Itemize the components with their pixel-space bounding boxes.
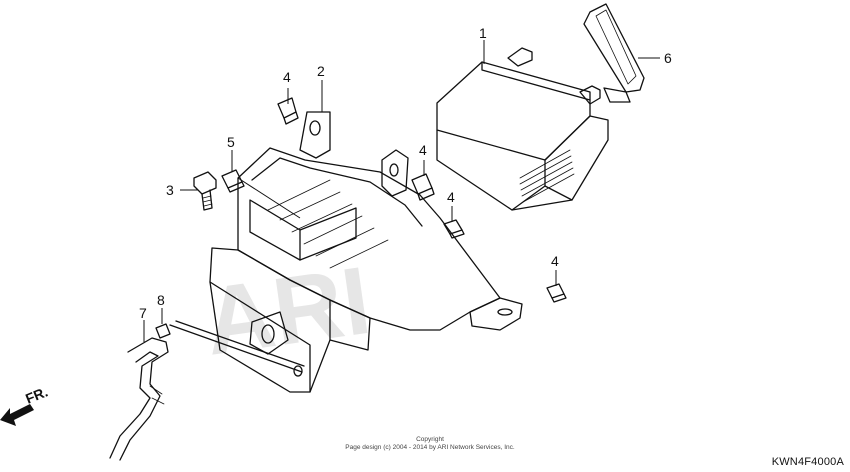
nut-a[interactable] — [277, 97, 299, 125]
figure-code: KWN4F4000A — [771, 456, 844, 468]
battery[interactable] — [436, 47, 609, 211]
callout-2-battery-box: 2 — [317, 63, 325, 79]
tube[interactable] — [109, 337, 169, 461]
callout-5-nut-clip: 5 — [227, 134, 235, 150]
bolt[interactable] — [193, 171, 217, 211]
nut-clip[interactable] — [221, 169, 245, 193]
callout-4-nut-a: 4 — [283, 69, 291, 85]
battery-box[interactable] — [169, 111, 523, 393]
callout-3-bolt: 3 — [166, 182, 174, 198]
callout-4-nut-b: 4 — [419, 142, 427, 158]
callout-1-battery: 1 — [479, 25, 487, 41]
watermark: ARI — [198, 247, 377, 376]
copyright-title: Copyright — [416, 436, 444, 443]
nut-d[interactable] — [546, 283, 567, 303]
clip[interactable] — [155, 323, 171, 339]
callout-4-nut-c: 4 — [447, 189, 455, 205]
battery-band[interactable] — [583, 3, 645, 103]
front-direction-arrow: FR. — [0, 383, 50, 426]
nut-c[interactable] — [443, 219, 465, 239]
direction-label: FR. — [23, 383, 50, 406]
nut-b[interactable] — [411, 173, 435, 201]
callout-4-nut-d: 4 — [551, 253, 559, 269]
callout-7-tube: 7 — [139, 305, 147, 321]
copyright-notice: Page design (c) 2004 - 2014 by ARI Netwo… — [345, 444, 515, 451]
callout-6-battery-band: 6 — [664, 50, 672, 66]
callout-8-clip: 8 — [157, 292, 165, 308]
